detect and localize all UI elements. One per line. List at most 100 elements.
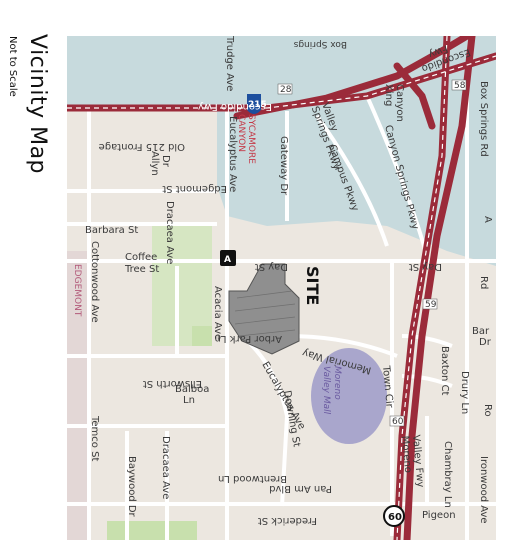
svg-text:Moreno: Moreno (332, 366, 342, 400)
street-pigeon: Pigeon (422, 510, 456, 521)
sycamore-canyon-label: SYCAMORE CANYON (236, 114, 256, 164)
street-balboa: Balboa (175, 384, 209, 395)
street-a: A (482, 216, 493, 223)
svg-text:Box Springs Rd: Box Springs Rd (478, 81, 489, 157)
map-subtitle: Not to Scale (7, 36, 18, 97)
edgemont-label: EDGEMONT (72, 264, 82, 317)
shield-215-icon: 215 (247, 94, 267, 114)
street-tree-st: Tree St (124, 264, 159, 275)
svg-text:SITE: SITE (303, 266, 322, 305)
street-baywood-dr: Baywood Dr (126, 456, 137, 518)
svg-text:Ro: Ro (482, 404, 493, 417)
svg-text:Dracaea Ave: Dracaea Ave (160, 436, 171, 499)
svg-text:Baywood Dr: Baywood Dr (126, 456, 137, 518)
svg-text:28: 28 (280, 85, 292, 95)
svg-text:Frederick St: Frederick St (258, 515, 317, 526)
street-dracaea-ave-2: Dracaea Ave (160, 436, 171, 499)
svg-text:59: 59 (425, 300, 437, 310)
shield-60-label: 60 (388, 512, 402, 523)
marker-a[interactable]: A (220, 250, 236, 266)
street-brentwood-ln: Brentwood Ln (218, 473, 287, 484)
svg-text:EDGEMONT: EDGEMONT (72, 264, 82, 317)
svg-text:Dr: Dr (160, 155, 171, 168)
svg-text:Rd: Rd (478, 276, 489, 289)
svg-text:58: 58 (454, 81, 466, 91)
svg-text:Pan Am Blvd: Pan Am Blvd (269, 483, 332, 494)
street-frederick-st: Frederick St (258, 515, 317, 526)
site-hatch (234, 290, 296, 337)
vicinity-map[interactable]: A 215 60 SITE Moreno Valley Mall EDGEMON… (67, 36, 496, 540)
title-block: Vicinity Map Not to Scale (2, 34, 52, 174)
svg-text:Town Cir: Town Cir (380, 364, 395, 409)
edgemont-area (67, 251, 89, 540)
street-bar-dr: Dr (479, 337, 492, 348)
svg-text:Baxton Ct: Baxton Ct (439, 346, 450, 395)
svg-text:Day St: Day St (255, 261, 288, 272)
exit-28-icon: 28 (277, 83, 293, 95)
mall-label: Moreno Valley Mall (321, 366, 342, 415)
street-ro: Ro (482, 404, 493, 417)
street-canyon-xing: Canyon Xing (383, 84, 405, 122)
svg-text:A: A (482, 216, 493, 223)
street-drury-ln: Drury Ln (459, 371, 470, 414)
street-coffee: Coffee (125, 252, 157, 263)
street-gateway-dr: Gateway Dr (278, 136, 289, 196)
svg-text:Dracaea Ave: Dracaea Ave (164, 201, 175, 264)
local-streets (67, 76, 496, 540)
street-day-st-2: Day St (409, 261, 442, 272)
svg-text:Temco St: Temco St (89, 415, 100, 461)
street-barbara-st: Barbara St (85, 225, 138, 236)
svg-text:Chambray Ln: Chambray Ln (442, 441, 453, 508)
svg-text:Xing: Xing (383, 84, 394, 106)
svg-text:SYCAMORE: SYCAMORE (246, 114, 256, 164)
svg-text:Allyn: Allyn (149, 151, 160, 176)
street-acacia-ave: Acacia Ave (212, 286, 223, 340)
street-arbor-park-ln: Arbor Park Ln (215, 333, 282, 344)
svg-text:Arbor Park Ln: Arbor Park Ln (215, 333, 282, 344)
street-box-springs-rd: Box Springs Rd (478, 81, 489, 157)
svg-text:Drury Ln: Drury Ln (459, 371, 470, 414)
street-escondido-fwy: Escondido Fwy (198, 101, 272, 112)
svg-text:Moreno: Moreno (399, 435, 413, 473)
shield-215-label: 215 (248, 100, 267, 110)
street-dracaea-ave: Dracaea Ave (164, 201, 175, 264)
street-pan-am-blvd: Pan Am Blvd (269, 483, 332, 494)
street-old-215: Old 215 Frontage (99, 141, 185, 152)
street-temco-st: Temco St (89, 415, 100, 461)
street-baxton-ct: Baxton Ct (439, 346, 450, 395)
freeway-centerlines (67, 36, 496, 540)
street-edgemont-st: Edgemont St (162, 183, 227, 194)
street-ironwood-ave: Ironwood Ave (478, 456, 489, 524)
site-label: SITE (303, 266, 322, 305)
svg-text:Acacia Ave: Acacia Ave (212, 286, 223, 340)
svg-text:Canyon: Canyon (394, 84, 405, 122)
svg-text:Day St: Day St (409, 261, 442, 272)
map-title: Vicinity Map (25, 34, 50, 175)
svg-text:Edgemont St: Edgemont St (162, 183, 227, 194)
street-allyn-dr: Allyn Dr (149, 151, 171, 176)
exit-58-icon: 58 (451, 79, 467, 91)
street-bar: Bar (472, 326, 490, 337)
svg-text:Cottonwood Ave: Cottonwood Ave (89, 241, 100, 323)
street-box-springs-top: Box Springs (293, 39, 347, 49)
marker-a-letter: A (224, 255, 231, 265)
street-balboa-ln: Ln (183, 395, 195, 406)
street-town-cir: Town Cir (380, 364, 395, 409)
svg-text:Box Springs: Box Springs (293, 39, 347, 49)
svg-text:Brentwood Ln: Brentwood Ln (218, 473, 287, 484)
street-rd: Rd (478, 276, 489, 289)
street-cottonwood-ave: Cottonwood Ave (89, 241, 100, 323)
svg-text:Eucalyptus Ave: Eucalyptus Ave (227, 116, 238, 192)
street-trudge-ave: Trudge Ave (224, 36, 235, 91)
svg-text:Gateway Dr: Gateway Dr (278, 136, 289, 196)
svg-text:Valley Fwy: Valley Fwy (410, 434, 426, 488)
exit-59-icon: 59 (422, 298, 438, 310)
street-eucalyptus-ave: Eucalyptus Ave (227, 116, 238, 192)
park-area-small (192, 326, 212, 346)
street-chambray-ln: Chambray Ln (442, 441, 453, 508)
exit-60-icon: 60 (389, 415, 405, 427)
svg-text:Old 215 Frontage: Old 215 Frontage (99, 141, 185, 152)
park-area-south (107, 521, 197, 540)
svg-text:Ironwood Ave: Ironwood Ave (478, 456, 489, 524)
svg-text:Escondido Fwy: Escondido Fwy (198, 101, 272, 112)
